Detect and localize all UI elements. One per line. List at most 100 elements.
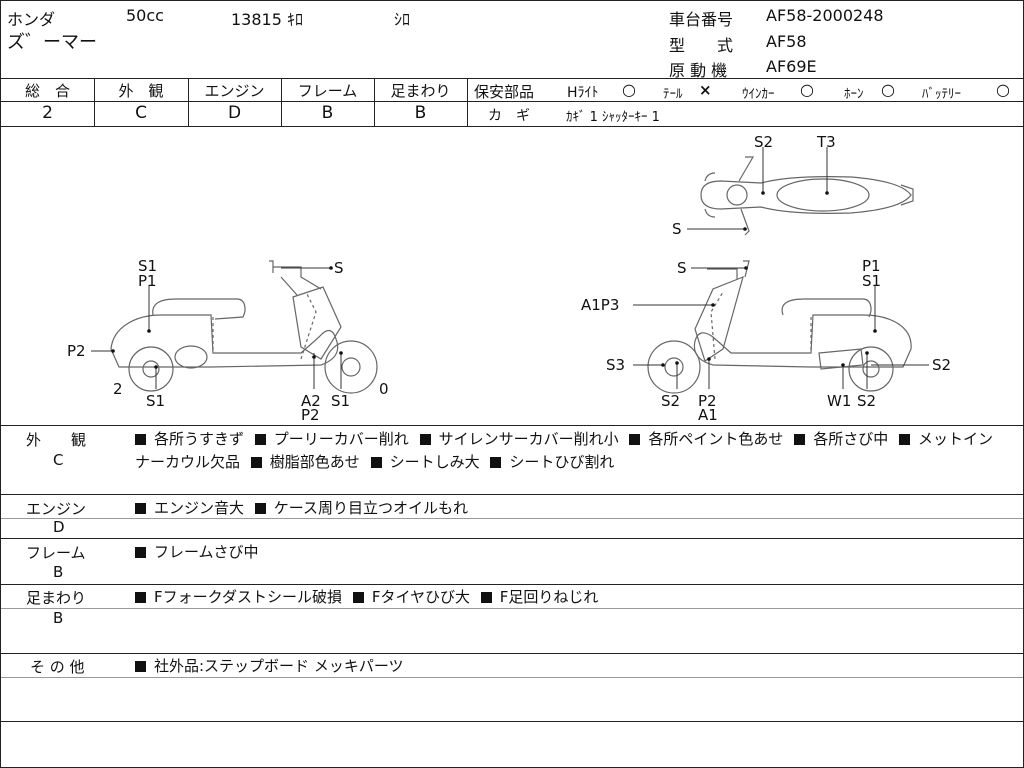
note-text: 各所うすきず: [154, 430, 245, 448]
note-text: プーリーカバー削れ: [273, 430, 409, 448]
bullet-square-icon: [135, 503, 146, 514]
note-item: 各所さび中: [794, 430, 888, 448]
divider: [1, 653, 1023, 654]
label-p1: P1: [862, 257, 881, 275]
label-a1p3: A1P3: [581, 296, 619, 314]
model-type: AF58: [766, 32, 807, 51]
grade-exterior-label: 外 観: [118, 82, 164, 100]
divider: [467, 101, 1023, 102]
section-other-items: 社外品:ステップボード メッキパーツ: [135, 655, 1003, 678]
note-text: Fフォークダストシール破損: [154, 588, 343, 606]
note-item: シートしみ大: [370, 453, 480, 471]
section-exterior-items: 各所うすきず プーリーカバー削れ サイレンサーカバー削れ小 各所ペイント色あせ …: [135, 428, 1003, 474]
bullet-square-icon: [135, 434, 146, 445]
safety-label: 保安部品: [474, 83, 535, 101]
note-text: シートしみ大: [389, 453, 480, 471]
battery-status: ○: [996, 80, 1010, 99]
bullet-square-icon: [629, 434, 641, 445]
divider: [94, 78, 95, 126]
section-frame-items: フレームさび中: [135, 541, 1003, 564]
section-engine-grade: D: [53, 518, 65, 536]
bullet-square-icon: [254, 434, 266, 445]
note-text: F足回りねじれ: [499, 588, 599, 606]
note-item: 各所うすきず: [135, 430, 244, 448]
scooter-top-view: [700, 156, 914, 236]
divider: [1, 721, 1023, 722]
section-suspension-grade: B: [53, 609, 64, 627]
label-s1: S1: [862, 272, 881, 290]
note-text: エンジン音大: [154, 499, 245, 517]
section-suspension-items: Fフォークダストシール破損 Fタイヤひび大 F足回りねじれ: [135, 586, 1003, 609]
winker-label: ｳｲﾝｶｰ: [742, 87, 775, 102]
section-other-label: そ の 他: [30, 658, 85, 676]
note-text: 各所ペイント色あせ: [648, 430, 784, 448]
note-item: Fフォークダストシール破損: [135, 588, 342, 606]
label-p2: P2: [698, 392, 717, 410]
label-t3: T3: [816, 133, 836, 151]
tail-label: ﾃｰﾙ: [663, 87, 683, 102]
label-s: S: [672, 220, 682, 238]
bullet-square-icon: [370, 457, 382, 468]
label-s2: S2: [932, 356, 951, 374]
key-label: カ ギ: [488, 108, 530, 124]
battery-label: ﾊﾞｯﾃﾘｰ: [922, 87, 961, 102]
mileage: 13815 ｷﾛ: [231, 10, 303, 29]
bullet-square-icon: [898, 434, 910, 445]
note-text: シートひび割れ: [509, 453, 615, 471]
label-w1: W1: [827, 392, 851, 410]
label-p2: P2: [67, 342, 86, 360]
divider: [467, 78, 468, 126]
horn-label: ﾎｰﾝ: [844, 87, 864, 102]
color: ｼﾛ: [394, 10, 411, 29]
grade-overall-label: 総 合: [24, 82, 70, 100]
label-2: 2: [113, 380, 123, 398]
bullet-square-icon: [135, 547, 146, 558]
divider: [281, 78, 282, 126]
note-item: エンジン音大: [135, 499, 244, 517]
bullet-square-icon: [794, 434, 806, 445]
label-s: S: [677, 259, 687, 277]
note-item: 社外品:ステップボード メッキパーツ: [135, 657, 404, 675]
note-item: フレームさび中: [135, 543, 259, 561]
note-text: 樹脂部色あせ: [269, 453, 360, 471]
divider: [1, 608, 1023, 609]
grade-exterior-value: C: [135, 103, 147, 123]
note-item: シートひび割れ: [490, 453, 614, 471]
maker: ホンダ: [7, 10, 56, 29]
label-a2: A2: [301, 392, 321, 410]
label-s1: S1: [331, 392, 350, 410]
label-s: S: [334, 259, 344, 277]
bullet-square-icon: [352, 592, 364, 603]
tail-status: ×: [699, 81, 712, 99]
section-exterior-grade: C: [53, 451, 64, 469]
model-type-label: 型 式: [669, 36, 734, 55]
divider: [1, 538, 1023, 539]
note-item: ケース周り目立つオイルもれ: [254, 499, 468, 517]
section-engine-items: エンジン音大 ケース周り目立つオイルもれ: [135, 497, 1003, 520]
bullet-square-icon: [490, 457, 502, 468]
divider: [1, 494, 1023, 495]
frame-no-label: 車台番号: [669, 10, 734, 29]
engine-label: 原 動 機: [669, 61, 728, 80]
label-0: 0: [379, 380, 389, 398]
note-text: サイレンサーカバー削れ小: [438, 430, 619, 448]
damage-diagram: S1 P1 S P2 2 S1 A2 P2 S1 0 S2 T3 S S P1 …: [67, 133, 951, 424]
note-item: Fタイヤひび大: [352, 588, 470, 606]
section-suspension-label: 足まわり: [26, 589, 87, 607]
horn-status: ○: [881, 80, 895, 99]
divider: [1, 126, 1023, 127]
section-engine-label: エンジン: [26, 500, 87, 518]
label-s3: S3: [606, 356, 625, 374]
label-s2: S2: [754, 133, 773, 151]
divider: [1, 78, 1023, 79]
bullet-square-icon: [250, 457, 262, 468]
grade-frame-value: B: [321, 103, 334, 123]
bullet-square-icon: [254, 503, 266, 514]
frame-no: AF58-2000248: [766, 6, 884, 25]
note-text: 各所さび中: [813, 430, 889, 448]
divider: [1, 518, 1023, 519]
grade-overall-value: 2: [42, 103, 53, 123]
label-p2: P2: [301, 406, 320, 424]
divider: [1, 101, 467, 102]
